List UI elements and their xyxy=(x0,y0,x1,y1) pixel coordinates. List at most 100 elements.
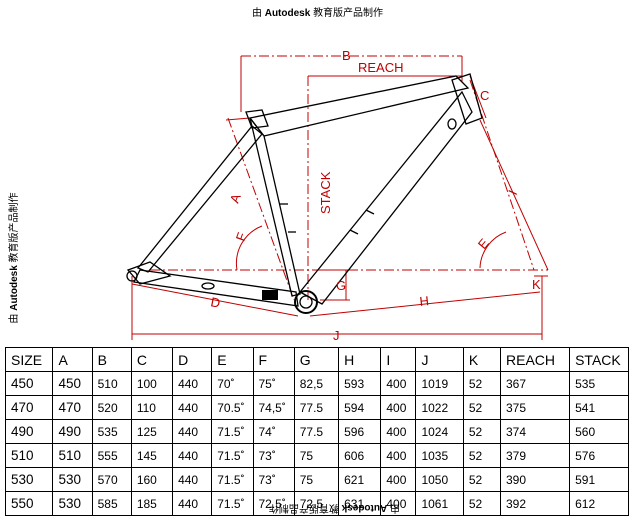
cell-size: 510 xyxy=(4,443,54,468)
cell-h: 593 xyxy=(338,371,382,396)
cell-g: 72.5 xyxy=(293,491,340,516)
cell-f: 73˚ xyxy=(252,443,295,468)
bike-frame-geometry-diagram: B REACH C I STACK A F E G D H J K xyxy=(126,48,549,343)
cell-size: 450 xyxy=(4,371,54,396)
top-tube xyxy=(248,75,470,137)
table-row: 530 530 570 160 440 71.5˚ 73˚ 75 621 400… xyxy=(4,467,629,492)
chainstay-port xyxy=(201,282,215,290)
header-c: C xyxy=(130,347,174,372)
cell-k: 52 xyxy=(462,443,502,468)
cell-f: 74,5˚ xyxy=(252,395,295,420)
cell-c: 110 xyxy=(130,395,174,420)
head-tube xyxy=(451,73,483,125)
cell-b: 510 xyxy=(91,371,132,396)
cell-i: 400 xyxy=(380,419,417,444)
down-tube xyxy=(299,90,473,305)
dim-steer-axis xyxy=(469,79,535,271)
cell-a: 470 xyxy=(52,395,93,420)
cell-j: 1061 xyxy=(415,491,464,516)
cell-stack: 560 xyxy=(569,419,629,444)
seat-tube xyxy=(249,117,301,297)
cell-b: 520 xyxy=(91,395,132,420)
cell-b: 585 xyxy=(91,491,132,516)
header-d: D xyxy=(172,347,213,372)
cell-c: 145 xyxy=(130,443,174,468)
frame-outline xyxy=(126,73,483,314)
cell-e: 71.5˚ xyxy=(211,443,254,468)
watermark-suffix: 教育版产品制作 xyxy=(313,8,384,19)
cell-stack: 535 xyxy=(569,371,629,396)
header-j: J xyxy=(415,347,464,372)
header-reach: REACH xyxy=(499,347,571,372)
table-row: 470 470 520 110 440 70.5˚ 74,5˚ 77.5 594… xyxy=(4,395,629,420)
cell-h: 596 xyxy=(338,419,382,444)
cell-i: 400 xyxy=(380,395,417,420)
cell-c: 185 xyxy=(130,491,174,516)
label-h: H xyxy=(419,293,430,309)
header-f: F xyxy=(252,347,295,372)
cell-reach: 379 xyxy=(499,443,571,468)
dim-h-line xyxy=(309,291,541,317)
cell-h: 631 xyxy=(338,491,382,516)
cell-i: 400 xyxy=(380,443,417,468)
cell-reach: 374 xyxy=(499,419,571,444)
table-row: 450 450 510 100 440 70˚ 75˚ 82,5 593 400… xyxy=(4,371,629,396)
table-row: 550 530 585 185 440 71.5˚ 72.5˚ 72.5 631… xyxy=(4,491,629,516)
cell-h: 606 xyxy=(338,443,382,468)
cell-a: 490 xyxy=(52,419,93,444)
dropout-plate xyxy=(126,261,172,285)
cell-a: 530 xyxy=(52,491,93,516)
cell-stack: 612 xyxy=(569,491,629,516)
label-a: A xyxy=(227,191,244,205)
header-h: H xyxy=(338,347,382,372)
cell-d: 440 xyxy=(172,491,213,516)
watermark-bottom-prefix: 由 xyxy=(390,502,400,513)
cell-j: 1035 xyxy=(415,443,464,468)
cell-f: 74˚ xyxy=(252,419,295,444)
label-j: J xyxy=(333,328,340,343)
cell-g: 77.5 xyxy=(293,395,340,420)
dim-a-ext xyxy=(225,117,251,121)
header-a: A xyxy=(52,347,93,372)
cell-a: 530 xyxy=(52,467,93,492)
bottle-boss-3 xyxy=(365,209,375,215)
cell-c: 160 xyxy=(130,467,174,492)
cell-f: 75˚ xyxy=(252,371,295,396)
cell-e: 71.5˚ xyxy=(211,467,254,492)
cell-g: 75 xyxy=(293,467,340,492)
cell-d: 440 xyxy=(172,419,213,444)
cell-c: 125 xyxy=(130,419,174,444)
cell-size: 470 xyxy=(4,395,54,420)
cell-b: 535 xyxy=(91,419,132,444)
cell-d: 440 xyxy=(172,395,213,420)
dim-a-line xyxy=(227,117,295,301)
cell-j: 1024 xyxy=(415,419,464,444)
header-k: K xyxy=(462,347,502,372)
cell-a: 510 xyxy=(52,443,93,468)
cell-e: 70˚ xyxy=(211,371,254,396)
cell-f: 72.5˚ xyxy=(252,491,295,516)
watermark-prefix: 由 xyxy=(251,8,262,19)
cell-k: 52 xyxy=(462,395,502,420)
cell-b: 555 xyxy=(91,443,132,468)
label-stack: STACK xyxy=(318,171,333,214)
bottle-boss-4 xyxy=(349,229,359,235)
rear-dropout xyxy=(126,270,138,282)
label-i: I xyxy=(505,188,520,198)
seat-clamp xyxy=(245,109,269,129)
label-f: F xyxy=(233,230,250,243)
header-g: G xyxy=(293,347,340,372)
cell-size: 490 xyxy=(4,419,54,444)
watermark-bottom-brand: Autodesk xyxy=(341,502,388,513)
cell-j: 1022 xyxy=(415,395,464,420)
header-stack: STACK xyxy=(569,347,629,372)
cell-reach: 392 xyxy=(499,491,571,516)
dim-e-arc xyxy=(479,231,507,269)
watermark-brand: Autodesk xyxy=(264,8,311,19)
cell-e: 71.5˚ xyxy=(211,419,254,444)
cell-g: 77.5 xyxy=(293,419,340,444)
header-b: B xyxy=(91,347,132,372)
geometry-table: SIZE A B C D E F G H I J K REACH STACK 4… xyxy=(4,347,629,516)
cell-stack: 576 xyxy=(569,443,629,468)
dim-f-arc xyxy=(235,225,263,271)
